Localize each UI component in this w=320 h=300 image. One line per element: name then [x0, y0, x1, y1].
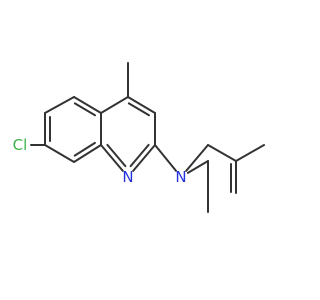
- bond-layer: [30, 62, 265, 213]
- bond-c4a-c5: [73, 96, 102, 114]
- bond-c8a-n1: [100, 144, 124, 172]
- bond-c8-c8a-inner: [73, 141, 96, 157]
- ring-nitrogen-atom-label: N: [122, 168, 133, 186]
- bond-allyl-ch2-c: [207, 144, 237, 162]
- structure-canvas: Cl N N: [12, 62, 265, 213]
- bond-c2-namine: [154, 144, 177, 172]
- bond-c2-n1: [132, 144, 156, 172]
- bond-namine-ethyl-ch2: [186, 160, 209, 174]
- bond-allyl-c-methyl: [235, 144, 265, 162]
- amine-nitrogen-atom-label: N: [175, 168, 186, 186]
- bond-c4-c3: [127, 96, 156, 114]
- chlorine-atom-label: Cl: [13, 136, 28, 154]
- bond-c4a-c4: [100, 96, 129, 114]
- bond-c8-c8a: [73, 144, 102, 163]
- bond-c8a-n1-inner: [106, 143, 127, 168]
- bond-namine-allyl-ch2: [185, 144, 209, 172]
- bond-c2-n1-inner: [129, 143, 150, 168]
- bond-c7-c8: [44, 144, 75, 163]
- bond-c4-c3-inner: [127, 102, 151, 117]
- bond-c5-c6: [44, 96, 75, 114]
- bond-c4a-c5-inner: [73, 102, 97, 117]
- molecule-drawing: Cl N N: [13, 62, 265, 213]
